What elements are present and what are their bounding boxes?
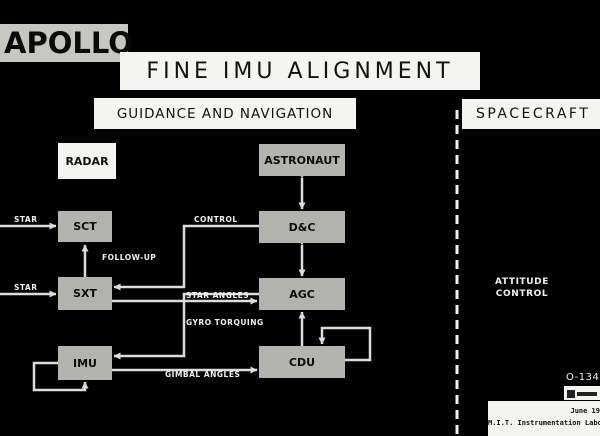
block-cdu: CDU [259, 346, 345, 378]
block-sxt: SXT [58, 277, 112, 310]
label-follow-up: FOLLOW-UP [102, 253, 157, 262]
section-header-spacecraft: SPACECRAFT [462, 99, 600, 129]
block-imu: IMU [58, 346, 112, 380]
page-title: FINE IMU ALIGNMENT [120, 52, 480, 90]
label-control: CONTROL [194, 215, 238, 224]
wire-cdu-loop [318, 326, 372, 362]
label-star-angles: STAR ANGLES [186, 291, 250, 300]
section-header-guidance-navigation: GUIDANCE AND NAVIGATION [94, 98, 356, 129]
document-number: O-1349 [566, 372, 600, 383]
lab-logo-icon [564, 386, 600, 400]
label-gimbal-angles: GIMBAL ANGLES [165, 370, 241, 379]
block-dc: D&C [259, 211, 345, 243]
attitude-control-line-1: ATTITUDE [495, 277, 549, 287]
footer-credit: June 19 M.I.T. Instrumentation Laborato [488, 401, 600, 436]
attitude-control-line-2: CONTROL [495, 289, 549, 299]
block-radar: RADAR [58, 143, 116, 179]
footer-lab: M.I.T. Instrumentation Laborato [488, 419, 600, 427]
block-astronaut: ASTRONAUT [259, 144, 345, 176]
apollo-logo-label: APOLLO [0, 24, 133, 62]
label-star-2: STAR [14, 283, 38, 292]
block-sct: SCT [58, 211, 112, 242]
wire-control [113, 224, 259, 291]
footer-date: June 19 [570, 407, 600, 415]
label-gyro-torquing: GYRO TORQUING [186, 318, 264, 327]
label-star-1: STAR [14, 215, 38, 224]
attitude-control-label: ATTITUDE CONTROL [490, 276, 554, 300]
wire-gyro-torquing [113, 292, 259, 360]
block-agc: AGC [259, 278, 345, 310]
wire-imu-loop [32, 361, 89, 392]
